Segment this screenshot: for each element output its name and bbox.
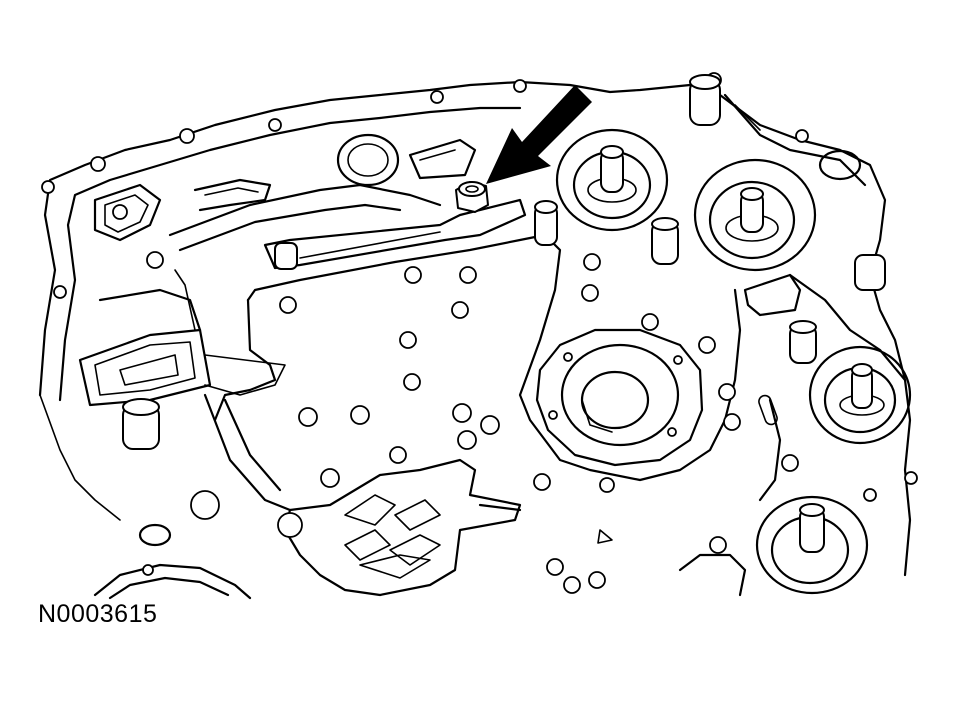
accumulator-bore-2 xyxy=(693,158,817,272)
right-channels xyxy=(723,93,907,502)
lower-right-pads xyxy=(597,488,877,597)
oil-feed-holes xyxy=(279,253,799,594)
bottom-left-bore xyxy=(93,490,303,600)
transmission-case-outline xyxy=(38,80,912,577)
separator-plate xyxy=(204,233,742,482)
accumulator-bore-1 xyxy=(555,128,669,232)
accumulator-bore-4 xyxy=(755,495,869,595)
center-piston-bore xyxy=(535,328,704,467)
upper-left-bore xyxy=(168,133,477,252)
detent-lever xyxy=(263,198,527,270)
left-casting-pockets xyxy=(78,183,212,407)
cylinder-bosses xyxy=(122,74,886,450)
accumulator-bore-3 xyxy=(808,345,912,445)
figure-id-label: N0003615 xyxy=(38,600,158,628)
arrow-icon xyxy=(486,85,592,184)
lower-valve-passages xyxy=(203,393,522,597)
lever-bolt xyxy=(455,181,489,213)
